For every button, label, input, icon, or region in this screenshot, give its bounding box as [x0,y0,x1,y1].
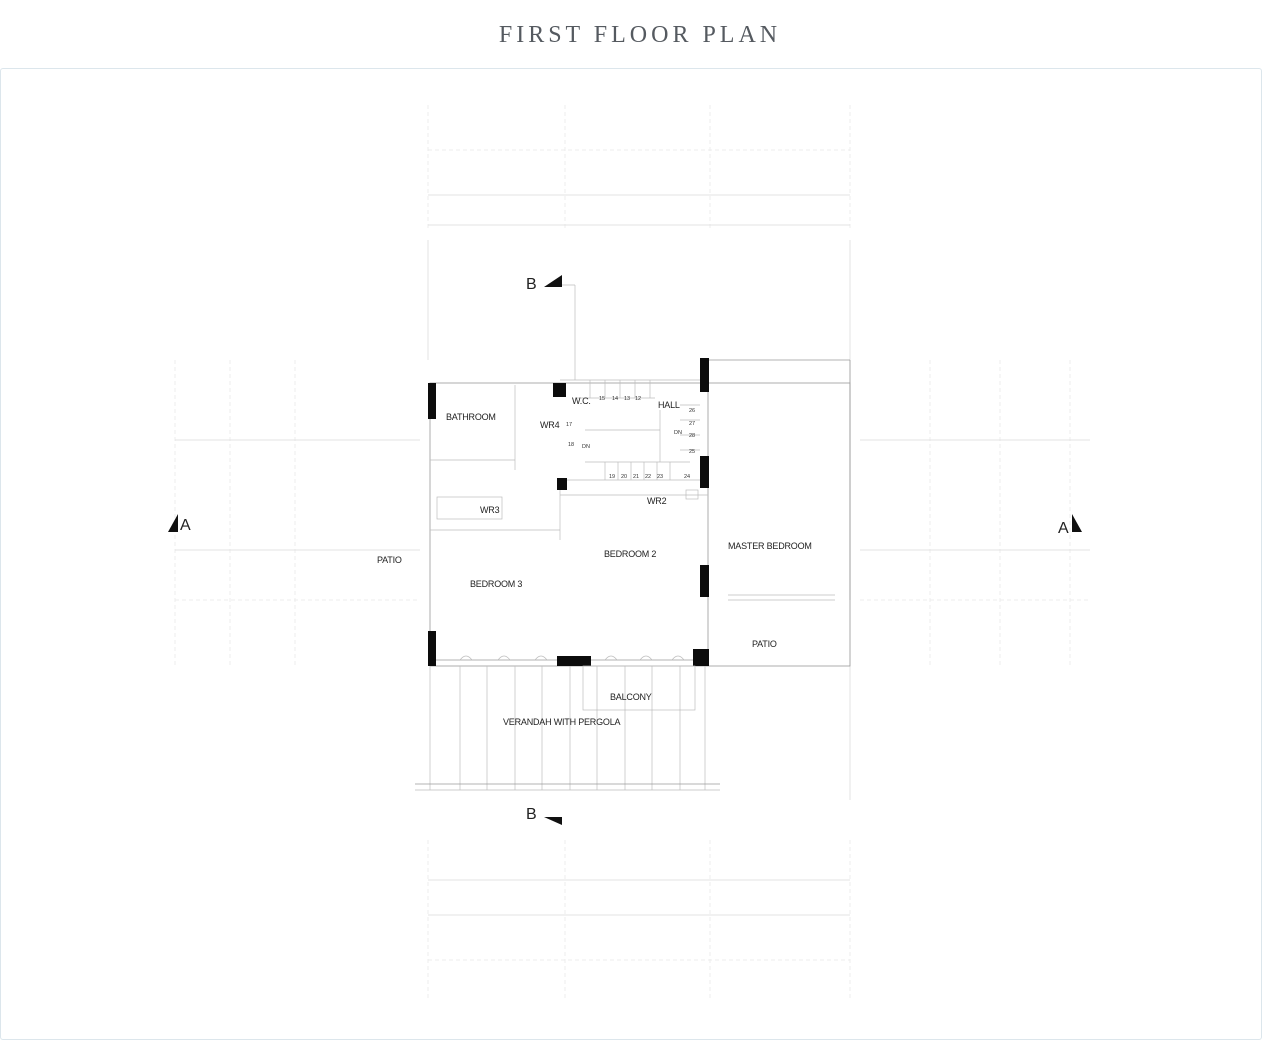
stair-number: 24 [684,474,690,480]
room-label-master-bedroom: MASTER BEDROOM [728,541,812,551]
stair-number: 13 [624,396,630,402]
room-label-wr3: WR3 [480,505,500,515]
stair-number: 12 [635,396,641,402]
stair-number: 26 [689,408,695,414]
section-line-a-left [168,514,178,532]
section-marker-a-left: A [180,517,191,534]
section-line-b-top [544,275,562,287]
room-label-balcony: BALCONY [610,692,652,702]
room-label-wc: W.C. [572,396,591,406]
room-label-bedroom-2: BEDROOM 2 [604,549,656,559]
stair-number: 18 [568,442,574,448]
room-label-wr4: WR4 [540,420,560,430]
verandah-pergola [415,665,720,791]
bottom-windows [436,655,693,661]
plan-outline [429,284,851,667]
section-marker-b-bottom: B [526,806,537,823]
stair-direction-label: DN [582,444,590,450]
stair-number: 17 [566,422,572,428]
stair-number: 22 [645,474,651,480]
room-label-patio-right: PATIO [752,639,777,649]
stair-number: 28 [689,433,695,439]
section-line-b-bottom [544,817,562,825]
stair-number: 27 [689,421,695,427]
faint-context-lines [174,105,1090,1000]
stair-number: 15 [599,396,605,402]
stair-number: 20 [621,474,627,480]
stair-number: 25 [689,449,695,455]
stair-number: 19 [609,474,615,480]
stair-direction-label: DN [674,430,682,436]
staircase [575,380,700,500]
room-label-bedroom-3: BEDROOM 3 [470,579,522,589]
room-label-hall: HALL [658,400,680,410]
section-line-a-right [1072,514,1082,532]
stair-number: 21 [633,474,639,480]
stair-number: 14 [612,396,618,402]
room-label-wr2: WR2 [647,496,667,506]
room-label-verandah: VERANDAH WITH PERGOLA [503,717,621,727]
floor-plan-frame [0,68,1262,1040]
section-marker-b-top: B [526,276,537,293]
room-label-bathroom: BATHROOM [446,412,496,422]
section-marker-a-right: A [1058,520,1069,537]
page-title: FIRST FLOOR PLAN [498,22,782,48]
stair-number: 23 [657,474,663,480]
solid-walls [428,358,709,666]
room-label-patio-left: PATIO [377,555,402,565]
